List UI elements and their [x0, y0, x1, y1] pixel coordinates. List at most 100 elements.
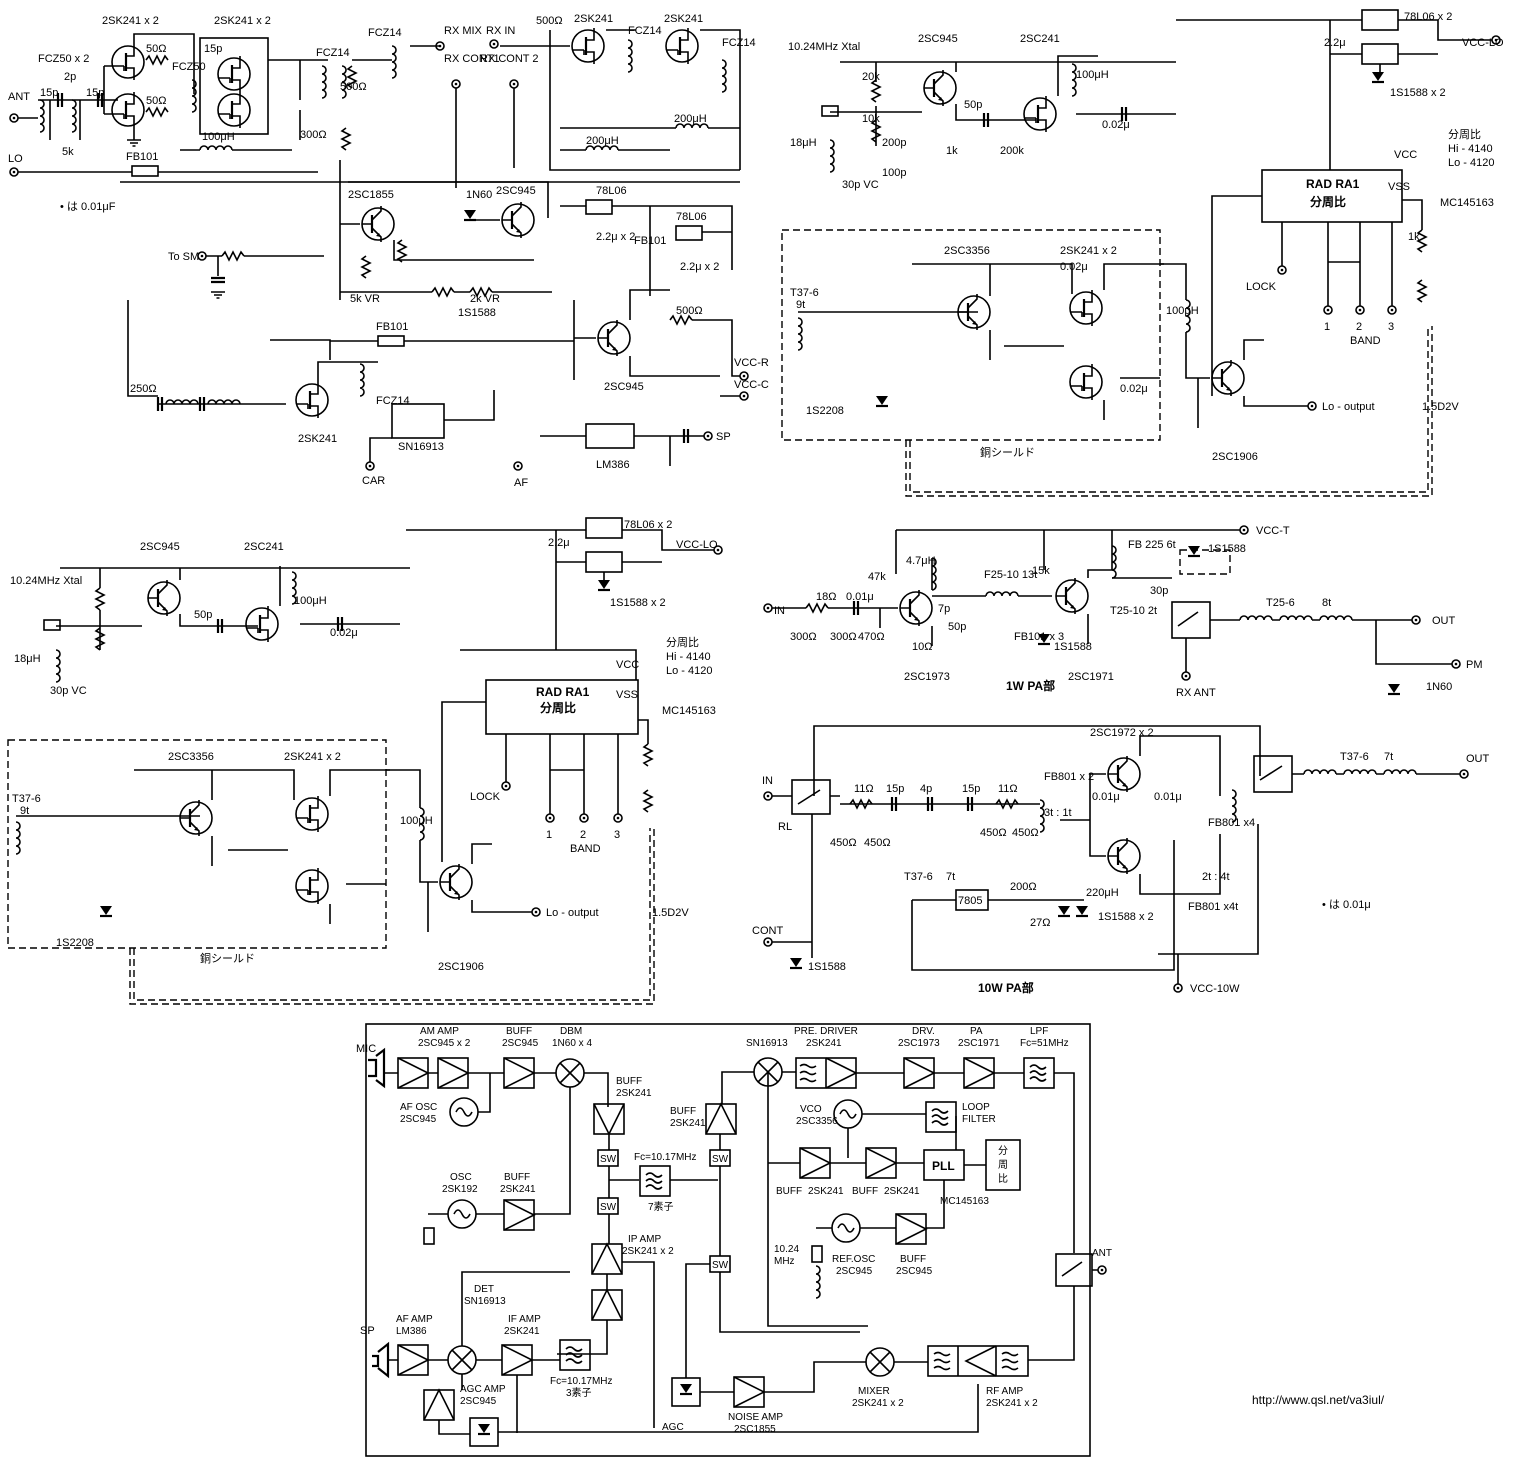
pa10-in-terminal[interactable] — [763, 791, 773, 801]
ant-block-terminal[interactable] — [1097, 1265, 1107, 1275]
svg-text:450Ω: 450Ω — [830, 837, 857, 849]
rx-fet-2 — [110, 90, 146, 130]
filter-7-element — [639, 1165, 671, 1197]
sp-block-label: SP — [360, 1325, 375, 1337]
svg-text:200Ω: 200Ω — [1010, 881, 1037, 893]
svg-text:RAD RA1: RAD RA1 — [1306, 177, 1360, 191]
pm-terminal[interactable] — [1451, 659, 1461, 669]
rx-if-fet-2 — [664, 26, 700, 66]
ant-terminal[interactable] — [9, 113, 19, 123]
svg-text:DBM: DBM — [560, 1026, 582, 1037]
copper-shield-box-mid — [7, 739, 387, 949]
sc945-lower-transistor — [596, 318, 632, 358]
svg-text:3素子: 3素子 — [566, 1386, 592, 1399]
am-amp-block-1 — [397, 1057, 429, 1089]
svg-text:50p: 50p — [964, 99, 982, 111]
sk241b-label: 2SK241 — [664, 13, 703, 25]
pa10-out-terminal[interactable] — [1459, 769, 1469, 779]
svg-text:FCZ14: FCZ14 — [628, 25, 662, 37]
vccr-label: VCC-R — [734, 357, 769, 369]
loop-filter-block — [925, 1101, 957, 1133]
buff-vco-right — [865, 1147, 897, 1179]
svg-text:BUFF: BUFF — [776, 1186, 802, 1197]
source-url[interactable]: http://www.qsl.net/va3iul/ — [1252, 1393, 1385, 1407]
vcc-t-terminal[interactable] — [1239, 525, 1249, 535]
svg-text:8t: 8t — [1322, 597, 1331, 609]
vcclo-label: VCC-LO — [1462, 37, 1504, 49]
lock-terminal[interactable] — [1277, 265, 1287, 275]
car-terminal[interactable] — [365, 461, 375, 471]
svg-text:18Ω: 18Ω — [816, 591, 836, 603]
rx-cont2-terminal[interactable] — [509, 79, 519, 89]
svg-text:BUFF: BUFF — [900, 1254, 926, 1265]
sw-2 — [597, 1197, 619, 1215]
svg-text:AM AMP: AM AMP — [420, 1026, 459, 1037]
am-amp-block-2 — [437, 1057, 469, 1089]
svg-text:FB801 x4t: FB801 x4t — [1188, 901, 1238, 913]
svg-text:1k: 1k — [946, 145, 958, 157]
svg-text:SN16913: SN16913 — [746, 1038, 788, 1049]
svg-text:2SC241: 2SC241 — [244, 541, 284, 553]
lock-terminal-mid[interactable] — [501, 781, 511, 791]
lo-output-label: Lo - output — [1322, 401, 1375, 413]
svg-text:18μH: 18μH — [790, 137, 817, 149]
svg-text:1S1588: 1S1588 — [1054, 641, 1092, 653]
sw-1 — [597, 1149, 619, 1167]
svg-text:2SC945: 2SC945 — [460, 1396, 497, 1407]
svg-text:9t: 9t — [796, 299, 805, 311]
sc1972x2-label: 2SC1972 x 2 — [1090, 727, 1154, 739]
svg-text:50Ω: 50Ω — [146, 43, 166, 55]
svg-text:FILTER: FILTER — [962, 1114, 996, 1125]
svg-text:BUFF: BUFF — [852, 1186, 878, 1197]
rx-rf-fet — [294, 380, 330, 420]
svg-text:7t: 7t — [946, 871, 955, 883]
svg-text:470Ω: 470Ω — [858, 631, 885, 643]
lo-terminal[interactable] — [9, 167, 19, 177]
svg-text:MC145163: MC145163 — [940, 1196, 989, 1207]
svg-text:0.02μ: 0.02μ — [1120, 383, 1148, 395]
svg-text:50p: 50p — [194, 609, 212, 621]
n60-label: 1N60 — [466, 189, 492, 201]
svg-text:FB801 x 2: FB801 x 2 — [1044, 771, 1094, 783]
lo-output-terminal-top[interactable] — [1307, 401, 1317, 411]
rxin-label: RX IN — [486, 25, 515, 37]
rx-in-terminal[interactable] — [489, 39, 499, 49]
vcc-c-terminal[interactable] — [739, 391, 749, 401]
svg-text:0.02μ: 0.02μ — [1060, 261, 1088, 273]
svg-text:2SK241 x 2: 2SK241 x 2 — [622, 1246, 674, 1257]
svg-text:0.01μ: 0.01μ — [1154, 791, 1182, 803]
svg-text:30p VC: 30p VC — [50, 685, 87, 697]
svg-text:MC145163: MC145163 — [662, 705, 716, 717]
svg-text:2: 2 — [1356, 321, 1362, 333]
svg-text:比: 比 — [998, 1173, 1008, 1185]
cont-terminal[interactable] — [763, 937, 773, 947]
sp-terminal[interactable] — [703, 431, 713, 441]
svg-text:FB101 x 3: FB101 x 3 — [1014, 631, 1064, 643]
svg-text:Hi - 4140: Hi - 4140 — [1448, 143, 1493, 155]
af-terminal[interactable] — [513, 461, 523, 471]
vco-schematic-mid: 2SC945 2SC241 10.24MHz Xtal 18μH 30p VC … — [7, 517, 723, 1005]
svg-text:Lo - 4120: Lo - 4120 — [666, 665, 712, 677]
svg-text:RAD RA1: RAD RA1 — [536, 685, 590, 699]
svg-text:1S2208: 1S2208 — [56, 937, 94, 949]
buff-2sc945-block — [503, 1057, 535, 1089]
rxant-label: RX ANT — [1176, 687, 1216, 699]
vco-reg-1 — [1361, 9, 1399, 31]
buff-up-block — [705, 1103, 737, 1135]
to-sm-terminal[interactable] — [197, 251, 207, 261]
svg-text:BUFF: BUFF — [506, 1026, 532, 1037]
svg-text:DRV.: DRV. — [912, 1026, 935, 1037]
rx-ant-terminal[interactable] — [1181, 671, 1191, 681]
band-2-terminal[interactable] — [1355, 305, 1365, 315]
svg-text:2SC945: 2SC945 — [896, 1266, 933, 1277]
band-3-terminal[interactable] — [1387, 305, 1397, 315]
vcc-10w-terminal[interactable] — [1173, 983, 1183, 993]
pa1-out-terminal[interactable] — [1411, 615, 1421, 625]
pa1-in-terminal[interactable] — [763, 603, 773, 613]
lo-output-terminal-mid[interactable] — [531, 907, 541, 917]
sc1971-label: 2SC1971 — [1068, 671, 1114, 683]
rx-cont1-terminal[interactable] — [451, 79, 461, 89]
shield-label: 銅シールド — [980, 445, 1035, 459]
svg-text:10.24: 10.24 — [774, 1244, 799, 1255]
band-1-terminal[interactable] — [1323, 305, 1333, 315]
